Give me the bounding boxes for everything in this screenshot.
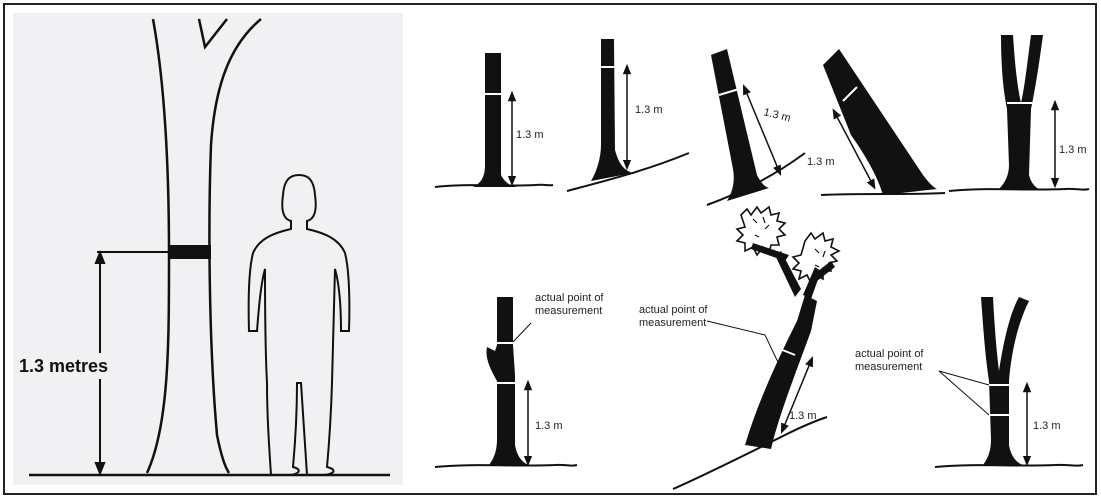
- figure-frame: 1.3 metres 1.3 m 1.3 m 1.3 m: [3, 3, 1097, 495]
- example-forked-tree: 1.3 m: [949, 35, 1089, 191]
- label-1-3m: 1.3 m: [516, 129, 544, 141]
- note-line-2: measurement: [535, 305, 602, 317]
- example-straight-tree: 1.3 m: [435, 53, 553, 187]
- foliage-right: [793, 233, 839, 283]
- example-low-fork-tree: actual point of measurement 1.3 m: [855, 297, 1083, 467]
- note-line-1: actual point of: [639, 304, 708, 316]
- note-line-1: actual point of: [535, 292, 604, 304]
- example-swelling-tree: actual point of measurement 1.3 m: [435, 292, 604, 467]
- diagram-canvas: 1.3 metres 1.3 m 1.3 m 1.3 m: [5, 5, 1095, 493]
- label-1-3m: 1.3 m: [1033, 420, 1061, 432]
- person-silhouette: [249, 175, 350, 475]
- label-1-3m: 1.3 m: [762, 106, 792, 124]
- note-line-2: measurement: [855, 361, 922, 373]
- label-1-3m: 1.3 m: [789, 410, 817, 422]
- note-line-1: actual point of: [855, 348, 924, 360]
- label-1-3m: 1.3 m: [807, 156, 835, 168]
- example-foliage-tree: actual point of measurement 1.3 m: [639, 207, 839, 489]
- example-leaning-tree: 1.3 m: [807, 49, 945, 195]
- example-slope-tree: 1.3 m: [567, 39, 689, 191]
- label-1-3m: 1.3 m: [535, 420, 563, 432]
- branch-fork: [199, 19, 227, 47]
- note-line-2: measurement: [639, 317, 706, 329]
- height-label: 1.3 metres: [19, 356, 108, 376]
- measurement-band: [169, 245, 211, 259]
- label-1-3m: 1.3 m: [1059, 144, 1087, 156]
- example-leaning-slope-tree: 1.3 m: [707, 49, 805, 205]
- label-1-3m: 1.3 m: [635, 104, 663, 116]
